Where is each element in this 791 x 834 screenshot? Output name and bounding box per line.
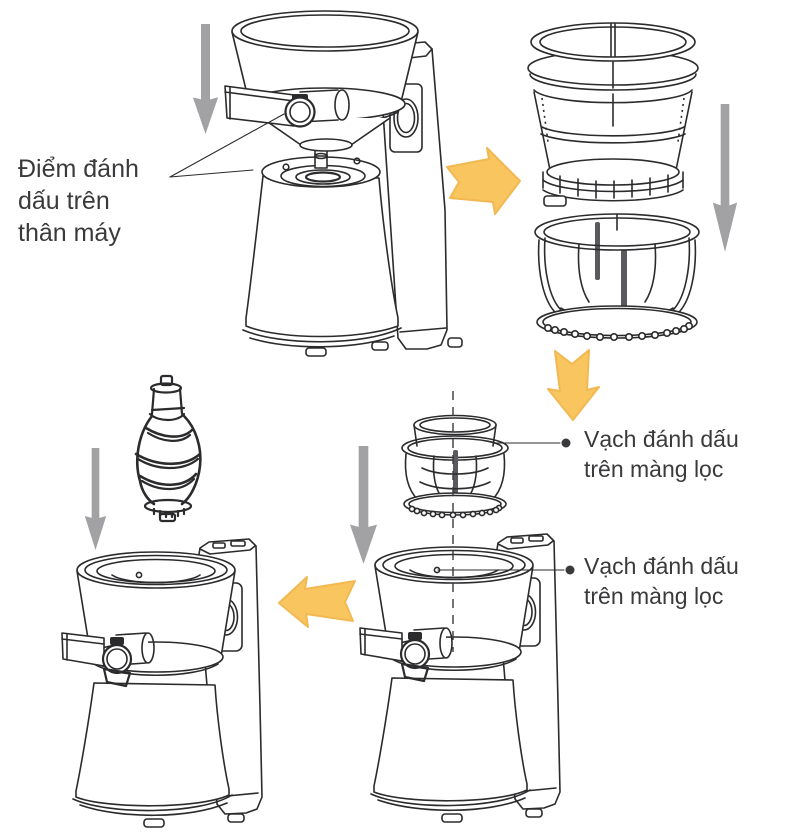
right-arrow-icon	[446, 147, 521, 215]
filter-teeth	[408, 504, 503, 519]
down-arrow-icon	[84, 448, 107, 550]
left-arrow-icon	[278, 576, 356, 628]
hopper-bowl	[224, 10, 419, 152]
label-machine-mark-line2: dấu trên	[18, 187, 110, 215]
brush-frame-teeth	[544, 322, 694, 342]
label-filter-mark-bottom: Vạch đánh dấu trên màng lọc	[584, 551, 739, 611]
label-machine-mark-line3: thân máy	[18, 219, 121, 247]
rotation-brush-frame	[534, 213, 700, 342]
strainer-basket	[527, 22, 699, 207]
callout-bullet	[561, 438, 571, 448]
label-machine-mark: Điểm đánh dấu trên thân máy	[18, 153, 139, 249]
down-arrow-icon	[712, 104, 738, 252]
down-arrow-yellow-icon	[547, 349, 600, 421]
label-filter-mark-top: Vạch đánh dấu trên màng lọc	[584, 424, 739, 484]
callout-bullet	[565, 565, 575, 575]
callout-line-machine-mark-2	[169, 169, 254, 178]
assembled-juicer-left	[60, 537, 264, 829]
label-filter-mark-top-line1: Vạch đánh dấu	[584, 426, 739, 452]
filter-assembly	[401, 414, 509, 519]
down-arrow-icon	[349, 446, 378, 564]
label-filter-mark-bottom-line2: trên màng lọc	[584, 583, 724, 609]
auger-screw	[134, 374, 202, 523]
label-machine-mark-line1: Điểm đánh	[18, 155, 139, 183]
label-filter-mark-top-line2: trên màng lọc	[584, 456, 724, 482]
label-filter-mark-bottom-line1: Vạch đánh dấu	[584, 553, 739, 579]
assembled-juicer-middle	[358, 532, 562, 824]
juicer-base-unit	[242, 41, 463, 357]
callout-line-machine-mark-1	[169, 113, 285, 178]
down-arrow-icon	[192, 24, 219, 134]
